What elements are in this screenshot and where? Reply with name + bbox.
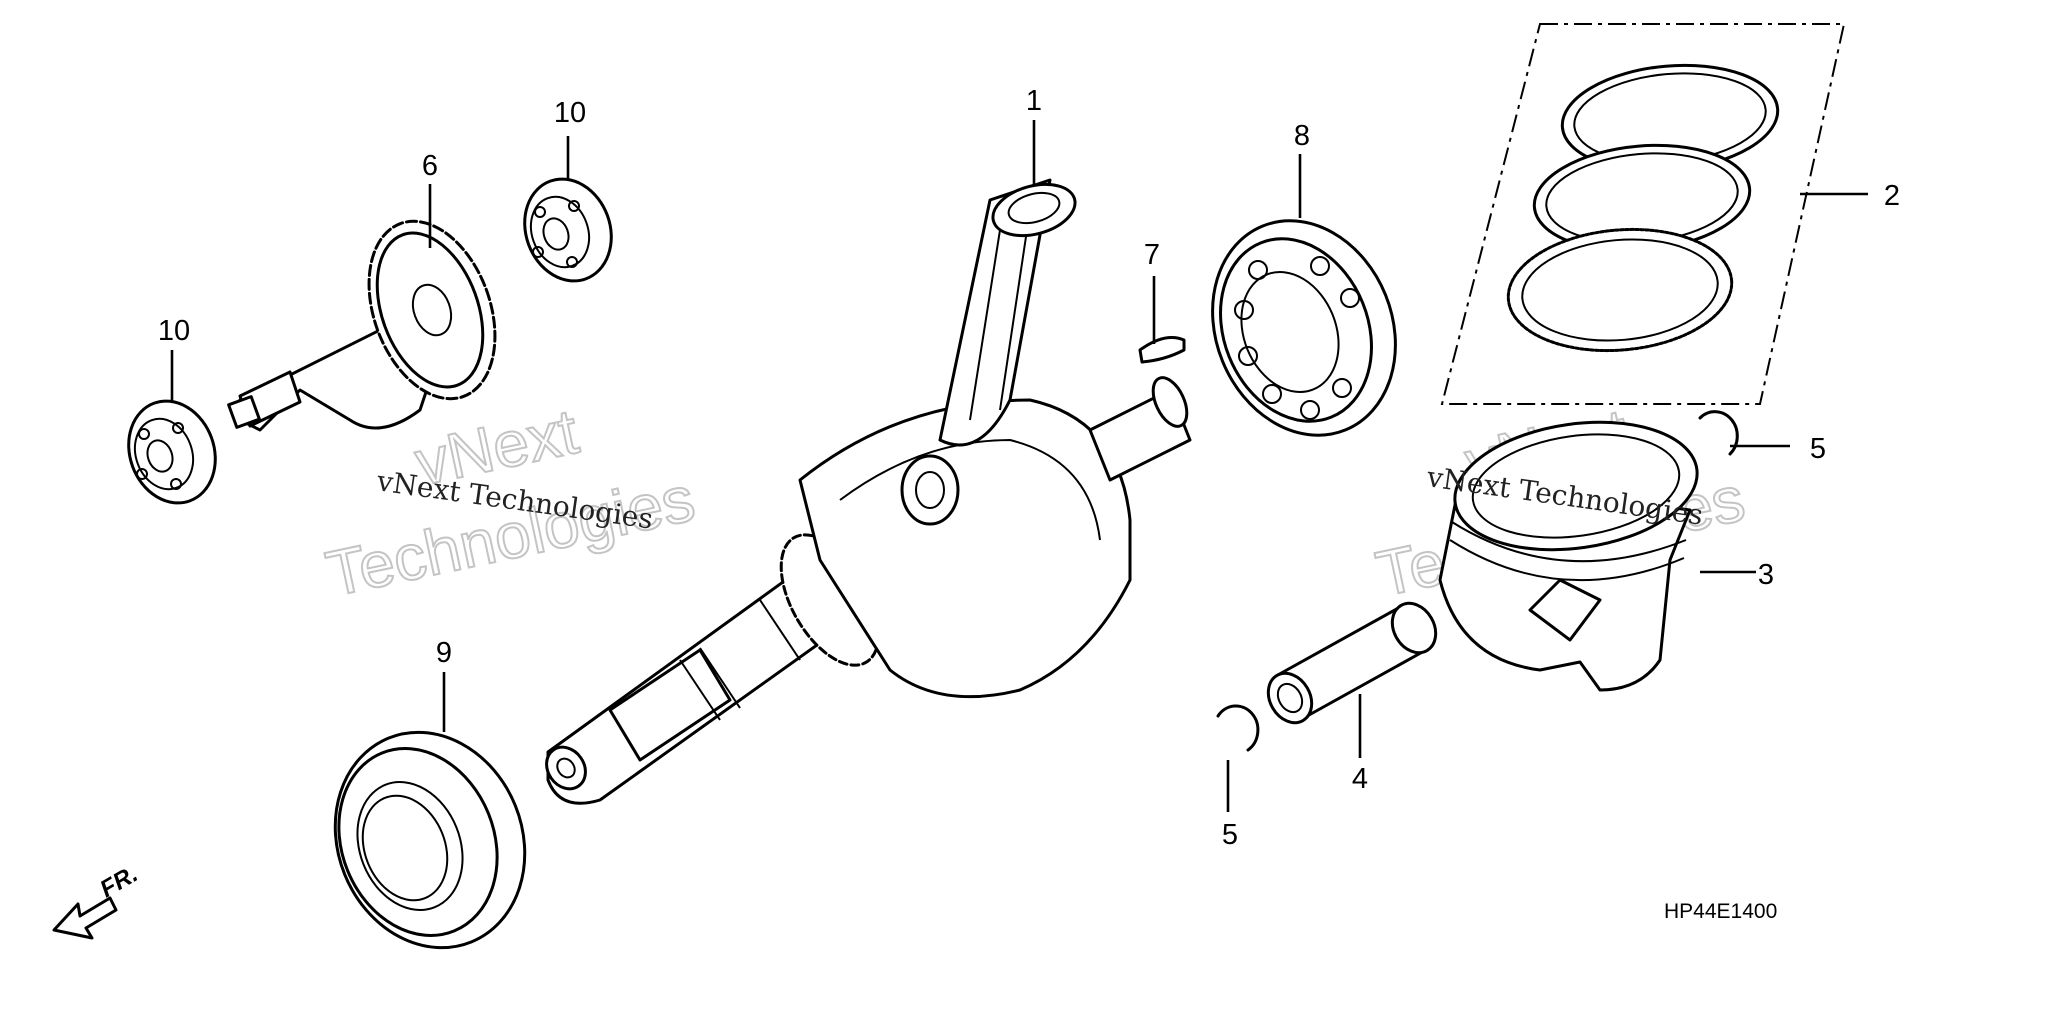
front-direction-arrow-icon: FR. [52, 860, 143, 940]
callout-4: 4 [1352, 763, 1368, 795]
fr-label: FR. [96, 860, 143, 903]
callout-3: 3 [1758, 559, 1774, 591]
leader-lines [170, 120, 1868, 812]
bearing-10-left[interactable] [115, 389, 230, 515]
callout-6: 6 [422, 150, 438, 182]
callout-9: 9 [436, 637, 452, 669]
piston-3[interactable] [1438, 408, 1705, 692]
callout-5-right: 5 [1810, 433, 1826, 465]
callout-7: 7 [1144, 239, 1160, 271]
balancer-gear-6[interactable] [227, 204, 518, 432]
callout-2: 2 [1884, 180, 1900, 212]
callout-10-left: 10 [158, 315, 190, 347]
callout-10-top: 10 [554, 97, 586, 129]
bearing-10-top[interactable] [511, 167, 626, 293]
bearing-9[interactable] [303, 704, 556, 977]
crankshaft-1[interactable] [539, 176, 1194, 805]
callout-8: 8 [1294, 120, 1310, 152]
piston-ring-set-2[interactable] [1440, 23, 1846, 405]
callout-1: 1 [1026, 85, 1042, 117]
callout-5-left: 5 [1222, 819, 1238, 851]
bearing-8[interactable] [1181, 193, 1427, 463]
woodruff-key-7[interactable] [1138, 336, 1186, 364]
circlip-5-left[interactable] [1216, 704, 1260, 752]
piston-pin-4[interactable] [1260, 595, 1445, 730]
circlip-5-right[interactable] [1698, 410, 1739, 456]
part-code-label: HP44E1400 [1664, 900, 1777, 923]
